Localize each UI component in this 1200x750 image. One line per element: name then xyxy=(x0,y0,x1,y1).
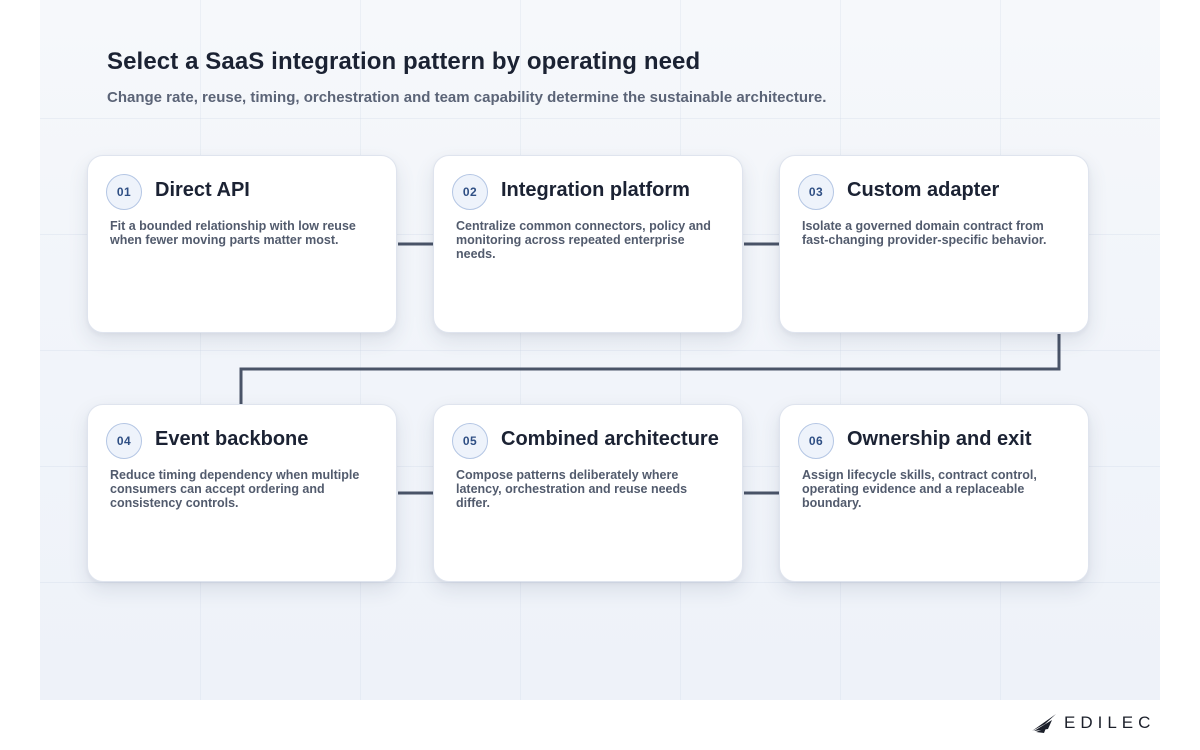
card-description: Isolate a governed domain contract from … xyxy=(802,219,1047,247)
grid-line xyxy=(200,0,201,700)
card-description: Fit a bounded relationship with low reus… xyxy=(110,219,356,247)
brand-name: EDILEC xyxy=(1064,713,1156,732)
pattern-card-ownership-and-exit: 06 Ownership and exit Assign lifecycle s… xyxy=(779,404,1089,582)
grid-line xyxy=(40,350,1160,351)
step-number-badge: 06 xyxy=(798,423,834,459)
step-number-badge: 04 xyxy=(106,423,142,459)
grid-line xyxy=(40,582,1160,583)
card-description: Compose patterns deliberately where late… xyxy=(456,468,688,510)
card-title: Event backbone xyxy=(155,428,309,450)
pattern-card-combined-architecture: 05 Combined architecture Compose pattern… xyxy=(433,404,743,582)
grid-line xyxy=(40,118,1160,119)
grid-line xyxy=(840,0,841,700)
card-description: Assign lifecycle skills, contract contro… xyxy=(802,468,1037,510)
card-title: Ownership and exit xyxy=(847,428,1032,450)
pattern-card-custom-adapter: 03 Custom adapter Isolate a governed dom… xyxy=(779,155,1089,333)
card-title: Direct API xyxy=(155,179,250,201)
step-number-badge: 01 xyxy=(106,174,142,210)
grid-line xyxy=(1000,0,1001,700)
card-description: Centralize common connectors, policy and… xyxy=(456,219,711,261)
card-title: Combined architecture xyxy=(501,428,719,450)
page-subtitle: Change rate, reuse, timing, orchestratio… xyxy=(107,89,827,106)
card-title: Integration platform xyxy=(501,179,690,201)
pattern-card-event-backbone: 04 Event backbone Reduce timing dependen… xyxy=(87,404,397,582)
step-number-badge: 02 xyxy=(452,174,488,210)
step-number-badge: 03 xyxy=(798,174,834,210)
pattern-card-direct-api: 01 Direct API Fit a bounded relationship… xyxy=(87,155,397,333)
edilec-logo-icon xyxy=(1032,714,1056,733)
step-number-badge: 05 xyxy=(452,423,488,459)
card-title: Custom adapter xyxy=(847,179,1000,201)
pattern-card-integration-platform: 02 Integration platform Centralize commo… xyxy=(433,155,743,333)
page-title: Select a SaaS integration pattern by ope… xyxy=(107,48,701,75)
brand-logo: EDILEC xyxy=(1030,710,1156,736)
card-description: Reduce timing dependency when multiple c… xyxy=(110,468,360,510)
